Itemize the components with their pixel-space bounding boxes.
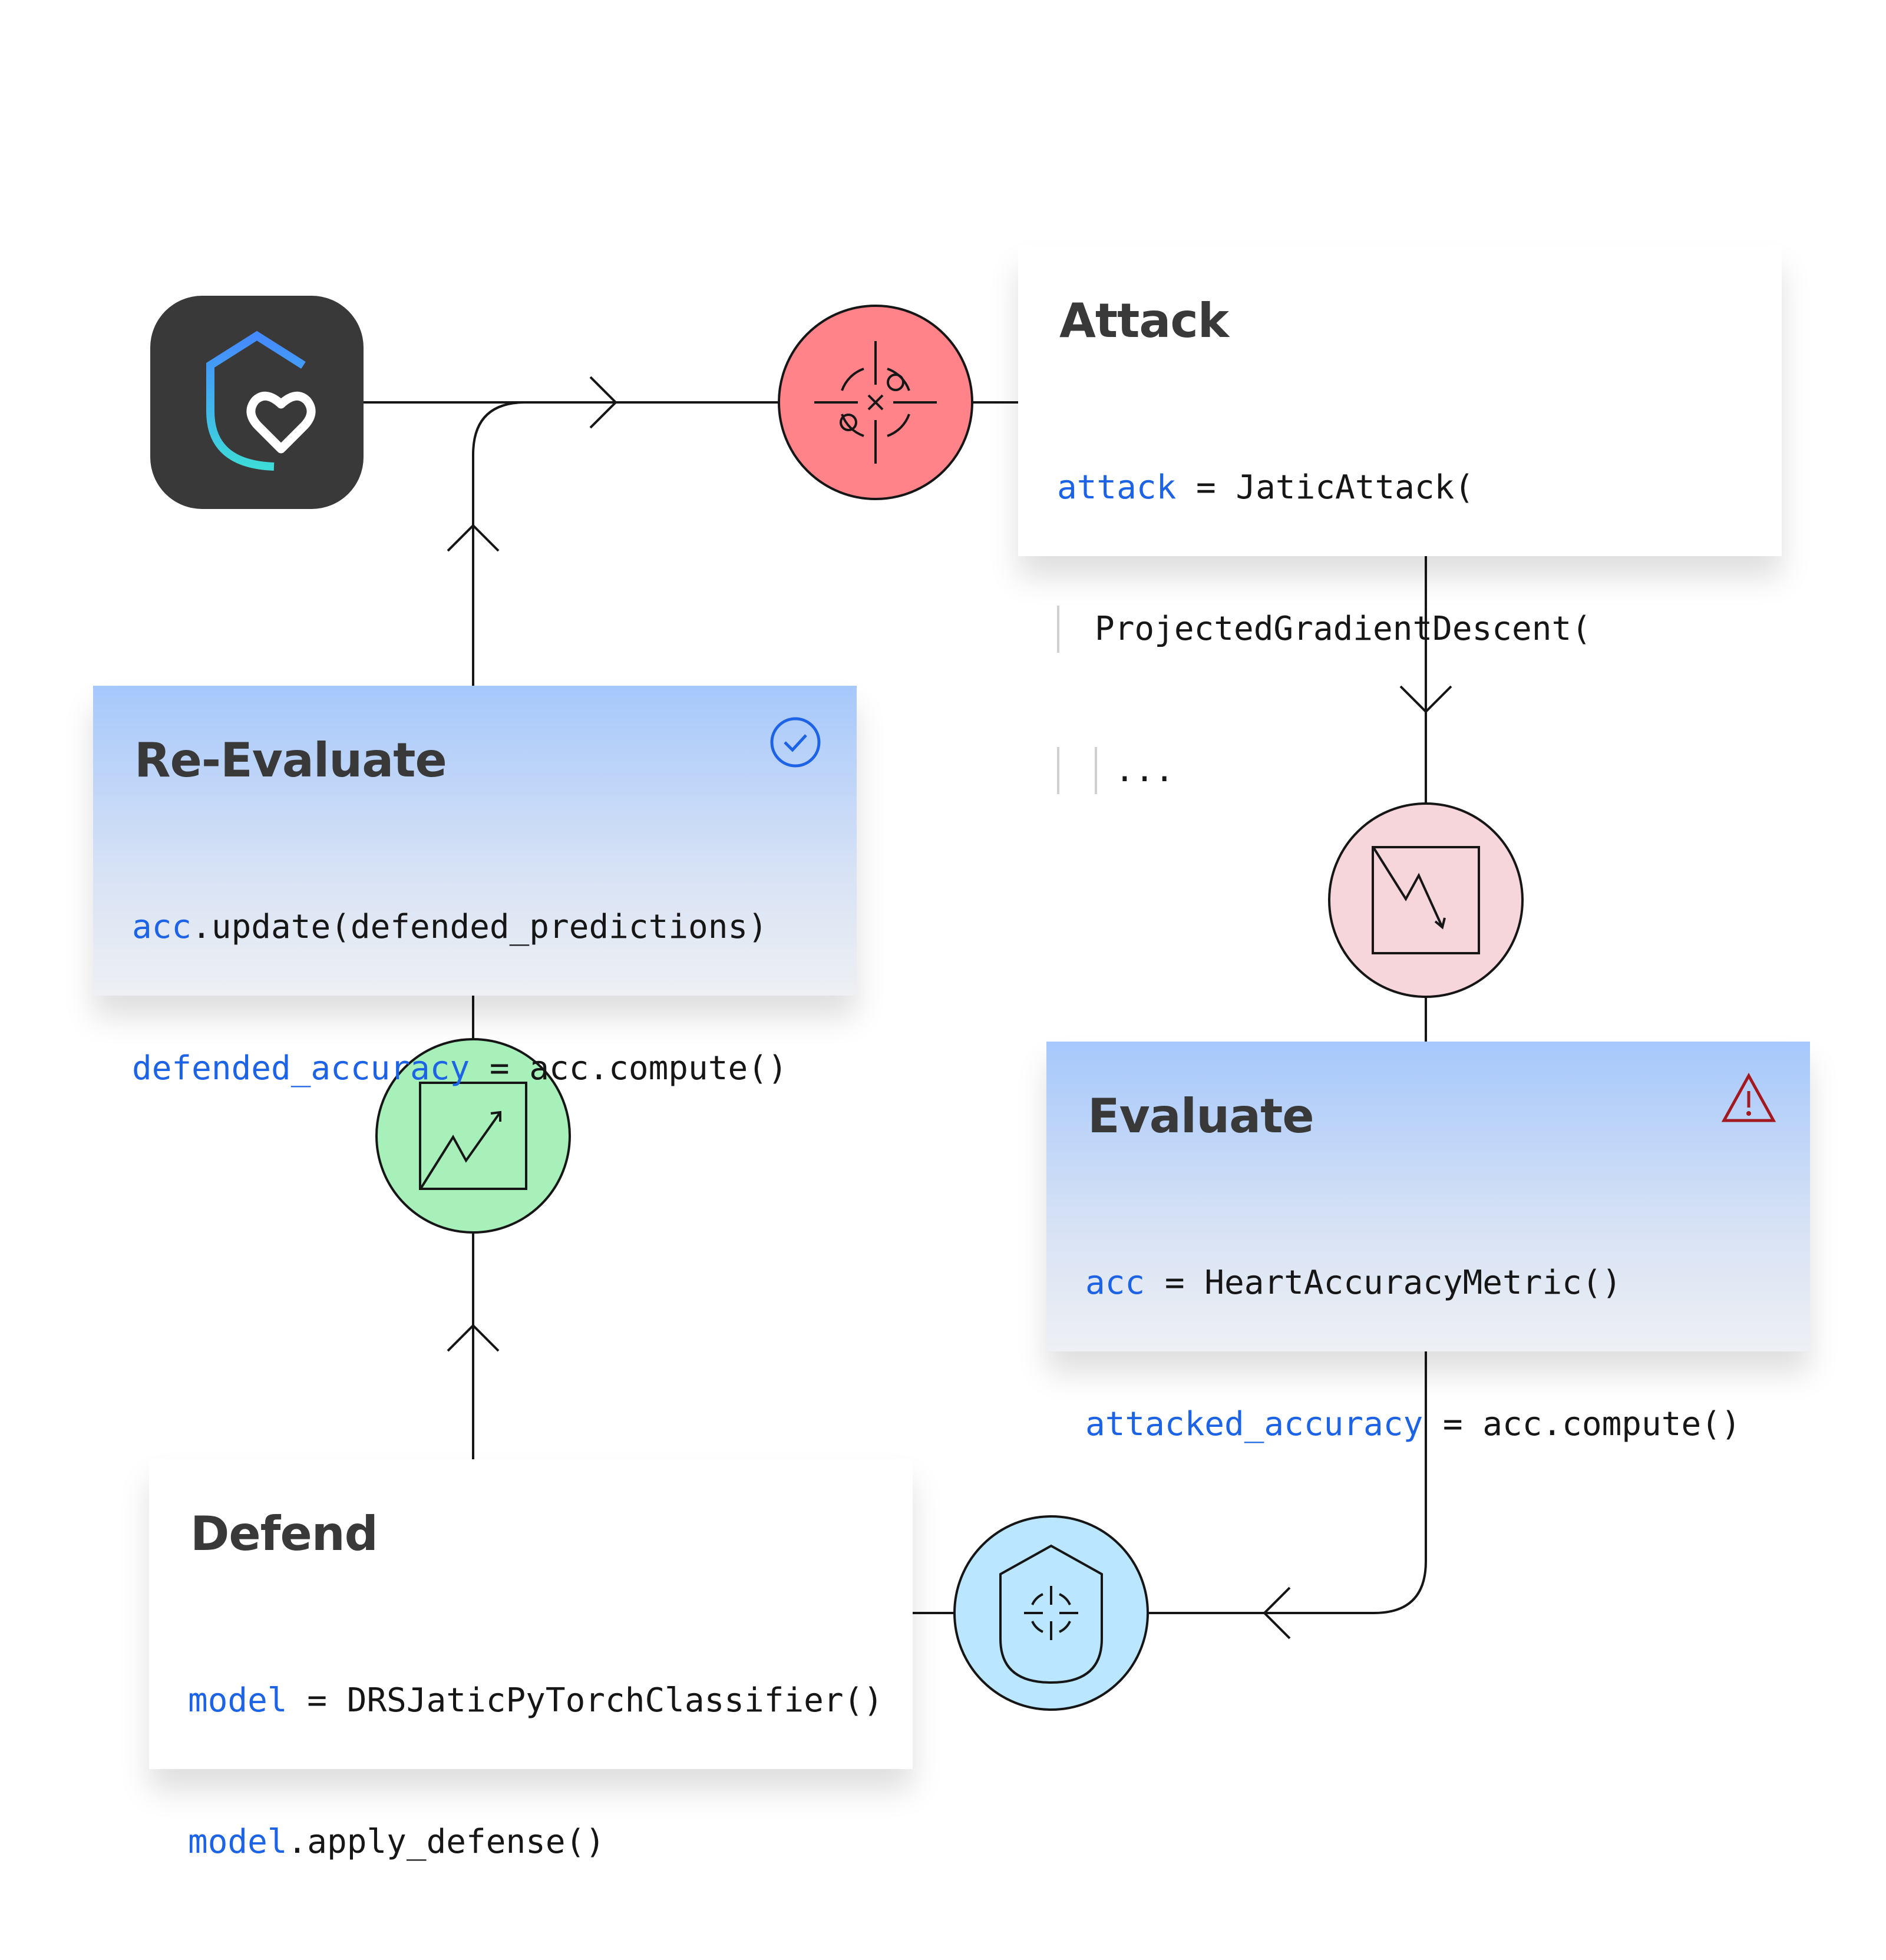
arrowhead-down: [1399, 685, 1452, 713]
attack-code-block: attack = JaticAttack( ProjectedGradientD…: [1057, 370, 1591, 888]
evaluate-title: Evaluate: [1088, 1089, 1314, 1143]
indent-guide: [1057, 606, 1059, 653]
shield-heart-icon: [206, 330, 316, 471]
code-text: = acc.compute(): [1423, 1405, 1741, 1443]
code-text: = JaticAttack(: [1176, 468, 1475, 507]
code-line: ProjectedGradientDescent(: [1057, 606, 1591, 653]
code-line: defended_accuracy = acc.compute(): [132, 1045, 788, 1092]
connector-reevaluate-to-main: [472, 401, 589, 686]
defend-code-block: model = DRSJaticPyTorchClassifier() mode…: [188, 1583, 883, 1960]
defend-circle: [953, 1515, 1149, 1711]
arrowhead-up-2: [447, 1324, 500, 1352]
code-variable: model: [188, 1681, 288, 1720]
code-line: attack = JaticAttack(: [1057, 464, 1591, 511]
code-variable: defended_accuracy: [132, 1049, 470, 1088]
arrowhead-right: [589, 376, 617, 429]
code-line: model.apply_defense(): [188, 1819, 883, 1866]
evaluate-circle: [1328, 802, 1524, 998]
code-line: model = DRSJaticPyTorchClassifier(): [188, 1677, 883, 1724]
checkmark-circle-icon: [770, 717, 821, 768]
code-line: attacked_accuracy = acc.compute(): [1085, 1401, 1741, 1448]
reevaluate-card: Re-Evaluate acc.update(defended_predicti…: [93, 686, 857, 1088]
chart-decrease-icon: [1372, 846, 1480, 954]
code-variable: attack: [1057, 468, 1177, 507]
connector-lines: [364, 376, 1452, 1640]
reevaluate-circle: [375, 1038, 571, 1234]
defend-title: Defend: [190, 1506, 378, 1561]
shield-crosshair-icon: [999, 1544, 1103, 1684]
arrowhead-left: [1263, 1586, 1291, 1640]
code-variable: acc: [132, 908, 192, 946]
attack-title: Attack: [1059, 293, 1229, 348]
code-variable: attacked_accuracy: [1085, 1405, 1423, 1443]
code-line: acc.update(defended_predictions): [132, 904, 788, 951]
crosshair-target-icon: [814, 341, 937, 464]
app-logo: [150, 296, 364, 509]
defend-card: Defend model = DRSJaticPyTorchClassifier…: [149, 1459, 913, 1861]
attack-circle: [778, 305, 973, 500]
code-text: ProjectedGradientDescent(: [1095, 610, 1591, 648]
indent-guide: [1057, 747, 1059, 794]
reevaluate-code-block: acc.update(defended_predictions) defende…: [132, 809, 788, 1186]
indent-guide: [1095, 747, 1097, 794]
code-text: = acc.compute(): [470, 1049, 788, 1088]
code-line: ...: [1057, 747, 1591, 794]
code-text: = HeartAccuracyMetric(): [1145, 1264, 1622, 1302]
reevaluate-title: Re-Evaluate: [134, 733, 447, 788]
evaluate-card: Evaluate acc = HeartAccuracyMetric() att…: [1046, 1042, 1810, 1443]
code-text: ...: [1115, 751, 1175, 789]
code-text: = DRSJaticPyTorchClassifier(): [287, 1681, 884, 1720]
evaluate-code-block: acc = HeartAccuracyMetric() attacked_acc…: [1085, 1165, 1741, 1542]
code-text: .apply_defense(): [287, 1823, 606, 1861]
chart-increase-icon: [419, 1082, 527, 1190]
connector-evaluate-to-defend-circle: [1149, 1350, 1427, 1614]
arrowhead-up-1: [447, 524, 500, 552]
code-variable: model: [188, 1823, 288, 1861]
code-line: acc = HeartAccuracyMetric(): [1085, 1260, 1741, 1307]
attack-card: Attack attack = JaticAttack( ProjectedGr…: [1018, 246, 1782, 794]
workflow-diagram: Attack attack = JaticAttack( ProjectedGr…: [93, 246, 1810, 1861]
warning-triangle-icon: [1721, 1072, 1776, 1122]
code-variable: acc: [1085, 1264, 1145, 1302]
code-text: .update(defended_predictions): [191, 908, 768, 946]
